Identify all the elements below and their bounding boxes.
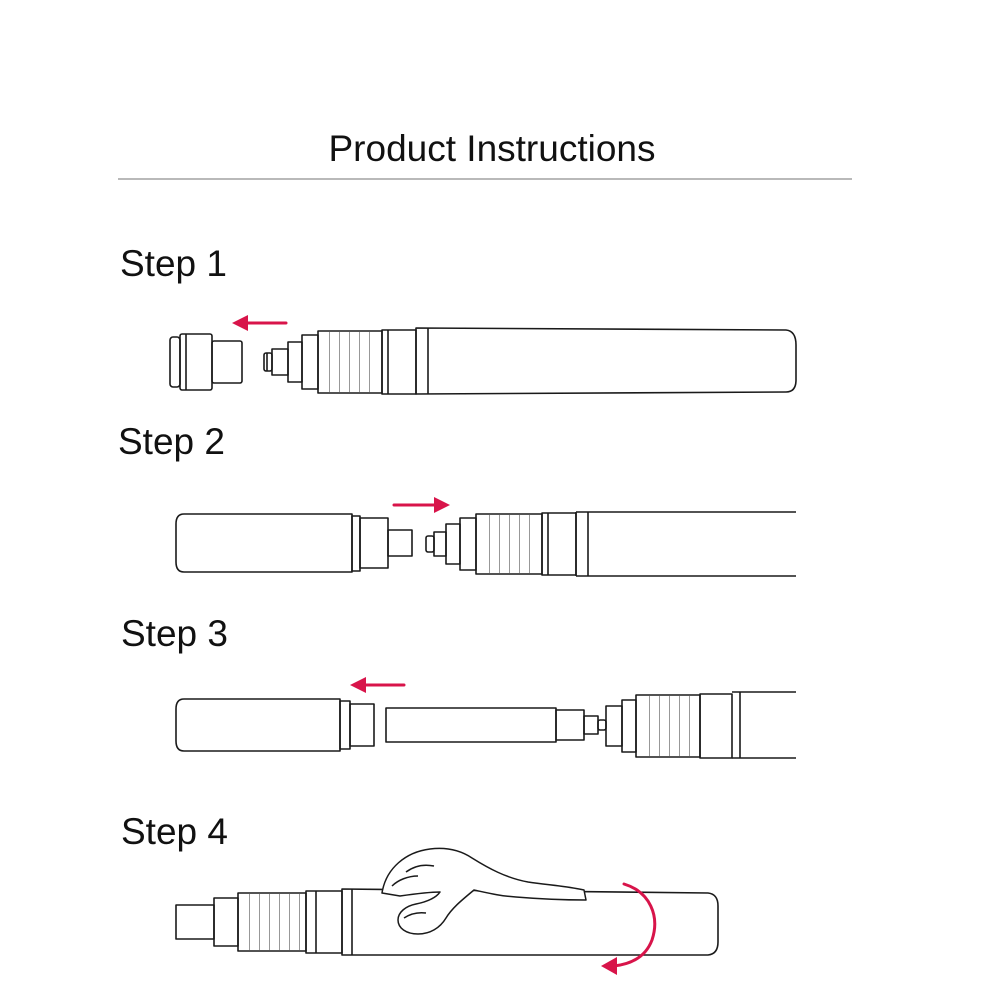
- marker-nib: [426, 518, 476, 570]
- step-1-label: Step 1: [120, 243, 227, 284]
- cap-with-nib: [176, 699, 374, 751]
- step-1-illustration: [170, 328, 796, 394]
- marker-body: [606, 692, 796, 758]
- step-2-illustration: [176, 512, 796, 576]
- replacement-nib: [386, 708, 606, 742]
- rotate-arrow-icon: [601, 884, 655, 975]
- step-3-label: Step 3: [121, 613, 228, 654]
- marker-barrel: [576, 512, 796, 576]
- marker-barrel: [342, 889, 718, 955]
- marker-nib: [176, 905, 214, 939]
- step-4-illustration: [176, 889, 718, 955]
- step-4-label: Step 4: [121, 811, 228, 852]
- arrow-right-icon: [394, 497, 450, 513]
- removed-cap: [170, 334, 242, 390]
- title-divider: [118, 178, 852, 180]
- step-2-label: Step 2: [118, 421, 225, 462]
- marker-barrel: [416, 328, 796, 394]
- marker-nib: [264, 335, 318, 389]
- hand-icon: [382, 848, 586, 934]
- arrow-left-icon: [350, 677, 404, 693]
- arrow-left-icon: [232, 315, 286, 331]
- cap-with-nib: [176, 514, 412, 572]
- step-3-illustration: [176, 692, 796, 758]
- page-title: Product Instructions: [328, 128, 656, 169]
